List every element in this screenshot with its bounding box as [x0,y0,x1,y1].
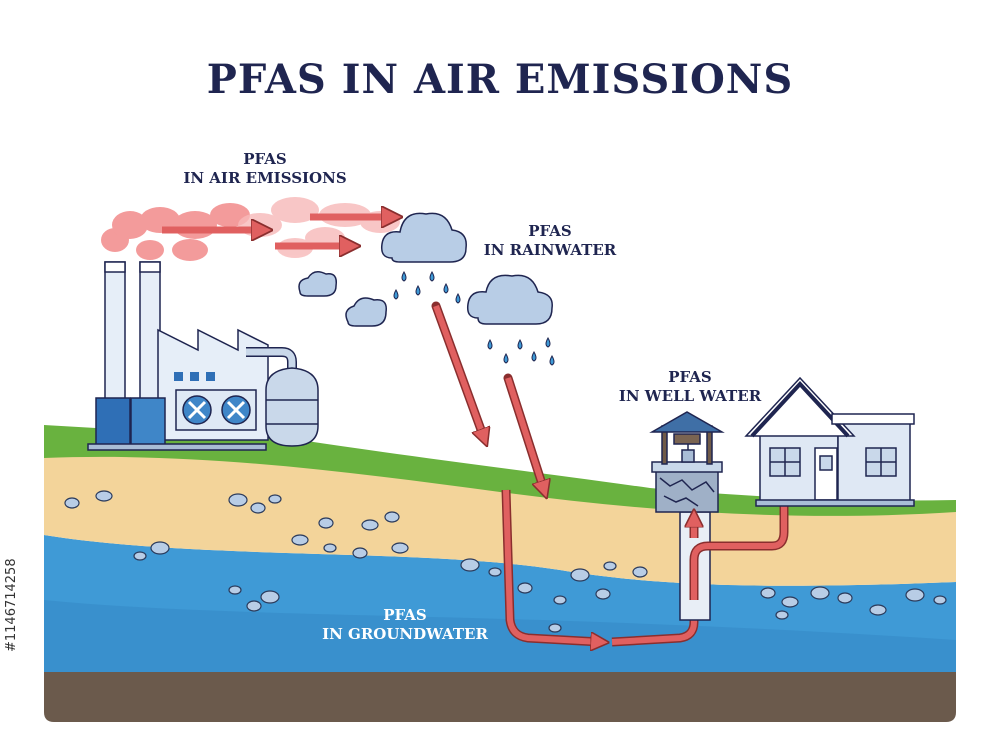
storage-tank-icon [265,367,319,447]
raindrops [393,270,555,366]
sand-layer [44,454,956,586]
label-groundwater: PFAS IN GROUNDWATER [310,606,500,644]
label-air-emissions: PFAS IN AIR EMISSIONS [170,150,360,188]
label-well-water: PFAS IN WELL WATER [605,368,775,406]
label-well-line2: IN WELL WATER [618,387,762,405]
label-well-line1: PFAS [668,368,712,386]
stock-id: #1146714258 [4,558,19,652]
pebble-icon [64,497,80,509]
soil-layer [44,660,956,722]
grass-layer [44,425,956,516]
ground-layers [44,425,956,722]
smokestack-icon [104,261,126,403]
pebbles [64,490,947,633]
page-title: PFAS IN AIR EMISSIONS [206,56,794,103]
label-air-line2: IN AIR EMISSIONS [183,169,347,187]
label-air-line1: PFAS [243,150,287,168]
smoke-arrows [162,217,392,246]
factory-icon [87,261,319,451]
house-icon [744,376,915,507]
groundwater-flow-arrow [501,489,694,642]
raindrop-icon [401,270,407,282]
rain-arrows [431,301,544,490]
label-ground-line1: PFAS [383,606,427,624]
label-rain-line2: IN RAINWATER [483,241,617,259]
well-arrows [694,478,784,600]
label-ground-line2: IN GROUNDWATER [322,625,488,643]
cloud-icon [380,212,467,263]
label-rain-line1: PFAS [528,222,572,240]
clouds [298,212,553,327]
label-rainwater: PFAS IN RAINWATER [470,222,630,260]
